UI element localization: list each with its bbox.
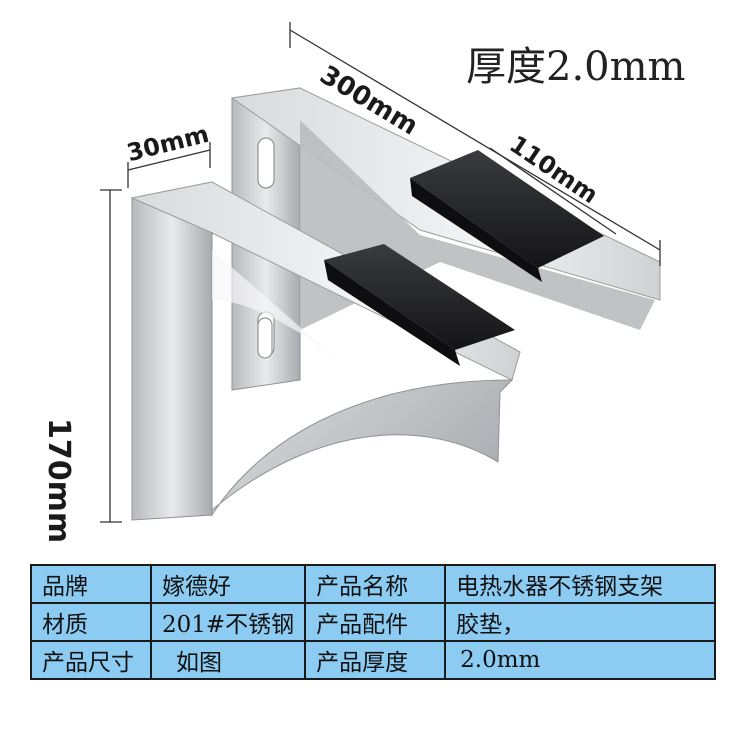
table-row: 品牌 嫁德好 产品名称 电热水器不锈钢支架 — [30, 564, 717, 604]
brand-value: 嫁德好 — [149, 564, 307, 604]
accessories-label: 产品配件 — [304, 602, 447, 642]
dimension-label-170: 170mm — [41, 418, 76, 544]
size-value: 如图 — [149, 640, 307, 680]
size-label: 产品尺寸 — [30, 640, 152, 680]
spec-table: 品牌 嫁德好 产品名称 电热水器不锈钢支架 材质 201#不锈钢 产品配件 胶垫… — [30, 564, 717, 680]
accessories-value: 胶垫， — [444, 602, 717, 642]
back-rubber-pad — [410, 150, 604, 282]
material-value: 201#不锈钢 — [149, 602, 307, 642]
front-rubber-pad — [324, 244, 515, 366]
product-photo — [100, 22, 661, 523]
thickness-title: 厚度2.0mm — [466, 44, 686, 90]
product-name-value: 电热水器不锈钢支架 — [444, 564, 717, 604]
table-row: 产品尺寸 如图 产品厚度 2.0mm — [30, 640, 717, 680]
table-row: 材质 201#不锈钢 产品配件 胶垫， — [30, 602, 717, 642]
product-name-label: 产品名称 — [304, 564, 447, 604]
dimension-lines — [100, 22, 661, 523]
thickness-value: 2.0mm — [444, 640, 717, 680]
brand-label: 品牌 — [30, 564, 152, 604]
material-label: 材质 — [30, 602, 152, 642]
thickness-label: 产品厚度 — [304, 640, 447, 680]
